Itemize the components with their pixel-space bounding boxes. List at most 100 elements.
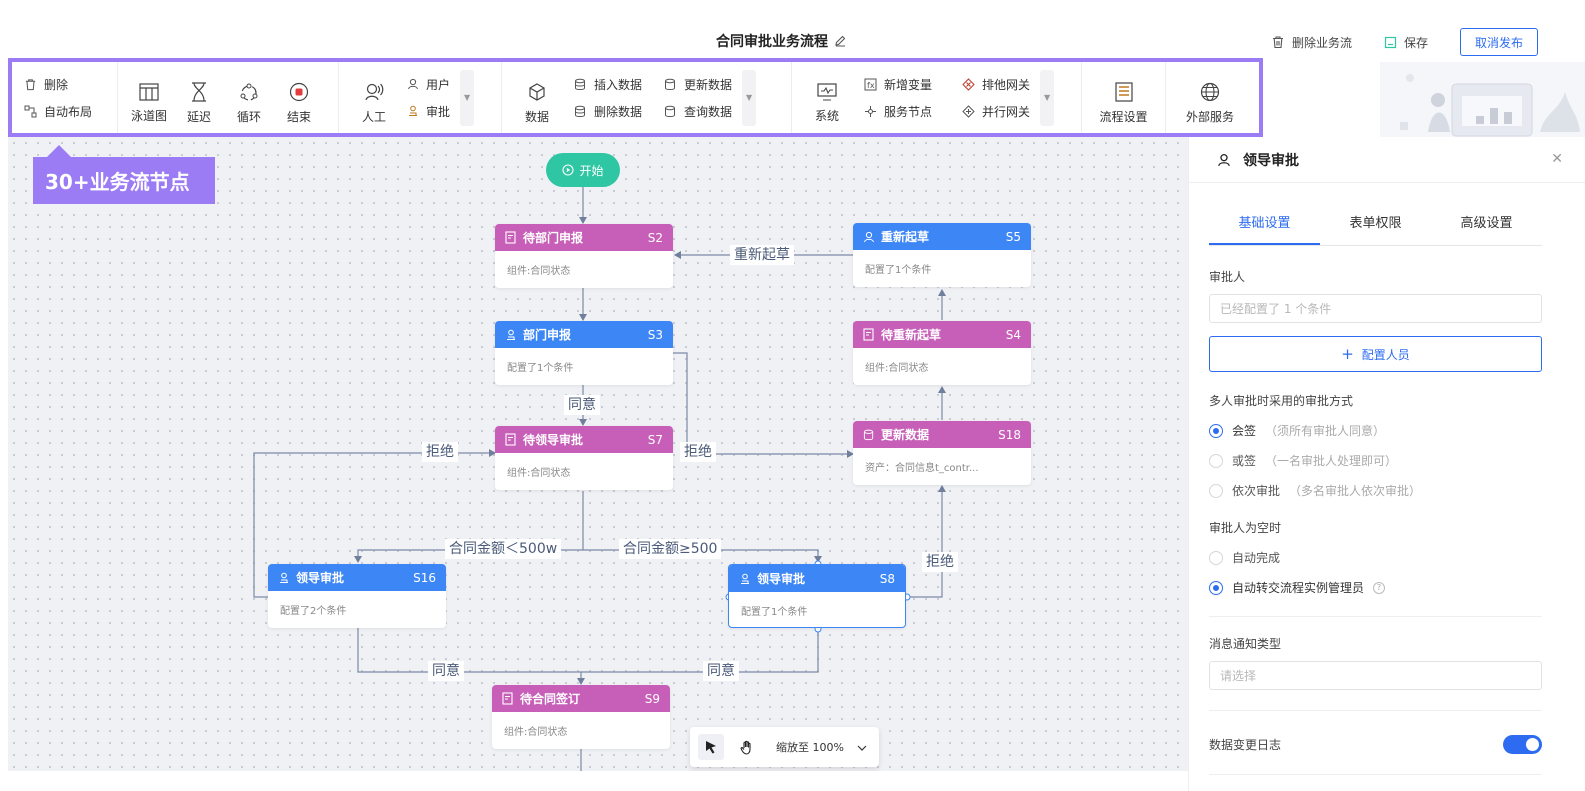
toolbar-parallel-gateway[interactable]: 并行网关 [962,103,1030,120]
node-title: 待领导审批 [523,433,584,447]
flow-node-s3[interactable]: 部门申报 S3 配置了1个条件 [495,321,673,385]
edge-s8-s18[interactable] [907,485,946,598]
approver-field[interactable]: 已经配置了 1 个条件 [1209,294,1542,323]
flow-node-s16[interactable]: 领导审批 S16 配置了2个条件 [268,564,446,628]
close-icon[interactable]: ✕ [1551,151,1563,167]
toolbar-service-node[interactable]: 服务节点 [864,103,932,120]
panel-header: 领导审批 ✕ [1189,137,1585,183]
radio-or-sign[interactable]: 或签 （一名审批人处理即可） [1209,452,1565,469]
tab-form-permissions[interactable]: 表单权限 [1349,216,1402,231]
toolbar-external-service[interactable]: 外部服务 [1178,72,1242,124]
top-bar: 合同审批业务流程 删除业务流 保存 取消发布 [0,0,1585,60]
decorative-illustration [1380,62,1585,137]
toolbar-system[interactable]: 系统 [804,73,850,123]
edge-label-reject-mid[interactable]: 拒绝 [680,442,716,462]
toolbar-swimlane[interactable]: 泳道图 [126,73,172,123]
node-id: S5 [1005,229,1021,244]
save-button[interactable]: 保存 [1384,34,1428,51]
flow-node-s9[interactable]: 待合同签订 S9 组件:合同状态 [492,685,670,749]
edge-s3-s18[interactable] [673,352,854,458]
toolbar-loop[interactable]: 循环 [226,72,272,124]
node-title: 领导审批 [296,571,345,585]
select-tool-button[interactable] [698,734,724,760]
toolbar-delete[interactable]: 删除 [24,76,92,93]
toolbar-delay[interactable]: 延迟 [176,72,222,124]
node-id: S8 [879,571,895,586]
flow-node-s7[interactable]: 待领导审批 S7 组件:合同状态 [495,426,673,490]
toolbar-user[interactable]: 用户 [407,76,450,93]
edge-label-agree[interactable]: 同意 [564,395,600,415]
toolbar-delete-data[interactable]: 删除数据 [574,103,642,120]
globe-icon [1200,82,1220,101]
tab-basic-settings[interactable]: 基础设置 [1209,201,1320,245]
trash-icon [25,78,36,90]
flow-node-s2[interactable]: 待部门申报 S2 组件:合同状态 [495,224,673,288]
toolbar-auto-layout-label: 自动布局 [44,104,93,119]
edge-label-agree-right[interactable]: 同意 [703,661,739,681]
notify-type-select[interactable]: 请选择 [1209,661,1542,690]
flow-node-s8[interactable]: 领导审批 S8 配置了1个条件 [728,564,906,628]
toolbar-manual-expand[interactable]: ▼ [460,69,475,126]
flow-node-s5[interactable]: 重新起草 S5 配置了1个条件 [853,223,1031,287]
edge-s16-s7[interactable] [253,449,496,598]
user-icon [408,78,418,90]
tab-advanced-settings[interactable]: 高级设置 [1460,216,1513,231]
database-icon [863,429,874,440]
edge-label-reject-right[interactable]: 拒绝 [922,552,958,572]
toolbar-auto-layout[interactable]: 自动布局 [24,103,92,120]
flow-canvas[interactable]: 开始 待部门申报 S2 组件:合同状态 部门申报 S3 配置了1个条件 待领导审… [8,137,1188,771]
parallel-gateway-icon [962,104,975,118]
flow-node-s4[interactable]: 待重新起草 S4 组件:合同状态 [853,321,1031,385]
panel-title: 领导审批 [1243,152,1299,169]
edge-label-amount-lt[interactable]: 合同金额＜500w [445,539,562,559]
start-node[interactable]: 开始 [546,153,620,187]
toolbar-approve[interactable]: 审批 [407,103,450,120]
edge-s16-s9[interactable] [357,628,585,685]
zoom-level[interactable]: 缩放至 100% [776,741,844,754]
layout-icon [24,105,37,117]
toolbar-add-var[interactable]: fx 新增变量 [864,76,932,93]
configure-person-button[interactable]: + 配置人员 [1209,336,1542,372]
radio-dot [1209,483,1223,498]
toolbar-data-expand[interactable]: ▼ [742,69,757,126]
data-change-log-toggle[interactable] [1503,735,1542,754]
toolbar-group-data: 数据 插入数据 删除数据 更新数据 查询数据 ▼ [502,62,792,133]
edge-s8-s9[interactable] [581,628,819,673]
toolbar-manual[interactable]: 人工 [351,72,397,124]
toolbar-flow-settings[interactable]: 流程设置 [1094,72,1153,124]
edge-label-amount-ge[interactable]: 合同金额≥500 [619,539,722,559]
radio-countersign[interactable]: 会签 （须所有审批人同意） [1209,422,1565,439]
delete-flow-button[interactable]: 删除业务流 [1271,34,1352,51]
toolbar-query-data[interactable]: 查询数据 [664,103,732,120]
edge-label-reject-left[interactable]: 拒绝 [422,442,458,462]
toolbar-update-data[interactable]: 更新数据 [664,76,732,93]
configure-person-label: 配置人员 [1361,347,1410,362]
toolbar-data[interactable]: 数据 [514,72,560,124]
toolbar-system-expand[interactable]: ▼ [1040,69,1055,126]
user-icon [864,231,874,242]
node-id: S2 [647,230,663,245]
database-add-icon [575,78,585,90]
toolbar-exclusive-gateway[interactable]: 排他网关 [962,76,1030,93]
edge-label-redraft[interactable]: 重新起草 [730,245,794,265]
service-icon [865,105,876,117]
manual-icon [365,83,384,100]
node-title: 部门申报 [523,328,572,342]
edit-icon[interactable] [834,32,847,51]
toolbar-group-external: 外部服务 [1166,62,1254,133]
radio-sequential[interactable]: 依次审批 （多名审批人依次审批） [1209,482,1565,499]
node-title: 领导审批 [757,572,806,586]
toolbar-end[interactable]: 结束 [276,72,322,124]
flow-node-s18[interactable]: 更新数据 S18 资产：合同信息t_contr... [853,421,1031,485]
unpublish-button[interactable]: 取消发布 [1459,28,1538,56]
edge-label-agree-left[interactable]: 同意 [428,661,464,681]
chevron-down-icon[interactable] [857,741,867,754]
pan-tool-button[interactable] [734,734,760,760]
multi-approve-label: 多人审批时采用的审批方式 [1209,394,1354,408]
radio-auto-complete[interactable]: 自动完成 [1209,549,1565,566]
help-icon[interactable]: ? [1373,581,1386,594]
radio-auto-transfer[interactable]: 自动转交流程实例管理员 ? [1209,579,1565,596]
properties-panel: 领导审批 ✕ 基础设置 表单权限 高级设置 审批人 已经配置了 1 个条件 + … [1188,137,1585,791]
toolbar-loop-label: 循环 [236,109,261,124]
toolbar-insert-data[interactable]: 插入数据 [574,76,642,93]
